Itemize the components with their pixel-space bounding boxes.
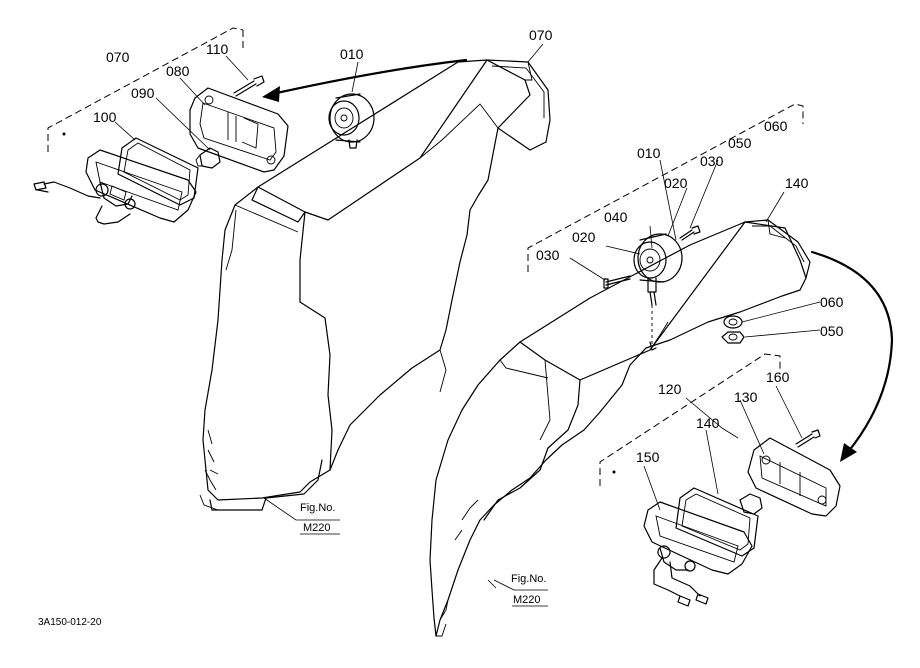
label-080: 080 xyxy=(166,63,190,79)
beacon-lamp-right xyxy=(603,225,701,351)
drawing-code: 3A150-012-20 xyxy=(38,617,102,628)
nut-washers xyxy=(721,315,745,344)
label-070-group: 070 xyxy=(106,49,130,65)
label-020-left: 020 xyxy=(572,229,596,245)
fig-ref-number-1: M220 xyxy=(303,522,331,534)
label-140-gasket: 140 xyxy=(696,415,720,431)
label-060-top: 060 xyxy=(764,118,788,134)
label-140-top: 140 xyxy=(785,175,809,191)
label-050-top: 050 xyxy=(728,135,752,151)
leader-lines xyxy=(114,43,821,591)
label-090: 090 xyxy=(131,85,155,101)
left-lamp-assembly xyxy=(33,27,289,225)
right-lamp-assembly xyxy=(612,429,841,607)
fig-ref-label-2: Fig.No. xyxy=(511,573,546,585)
fig-ref-label-1: Fig.No. xyxy=(300,502,335,514)
label-110: 110 xyxy=(206,41,229,57)
label-070-lens: 070 xyxy=(529,27,553,43)
label-010-right: 010 xyxy=(637,145,661,161)
label-030-left: 030 xyxy=(536,247,560,263)
figure-references: Fig.No. M220 Fig.No. M220 xyxy=(300,502,548,607)
label-010-left: 010 xyxy=(340,46,364,62)
right-beacon-group xyxy=(527,103,804,486)
label-060-nut: 060 xyxy=(820,294,844,310)
left-fender xyxy=(199,59,551,511)
label-150: 150 xyxy=(636,449,660,465)
fig-ref-number-2: M220 xyxy=(513,594,541,606)
right-assembly-arrow xyxy=(810,250,894,462)
label-160: 160 xyxy=(766,369,790,385)
part-labels: 070 110 080 090 100 010 070 060 050 010 … xyxy=(93,27,844,465)
label-030-top: 030 xyxy=(700,153,724,169)
label-120: 120 xyxy=(658,381,682,397)
beacon-lamp-left xyxy=(328,93,375,149)
left-assembly-arrow xyxy=(262,58,468,102)
label-040: 040 xyxy=(604,209,628,225)
label-100: 100 xyxy=(93,109,117,125)
label-050-nut: 050 xyxy=(820,323,844,339)
label-020-top: 020 xyxy=(664,175,688,191)
label-130: 130 xyxy=(734,389,758,405)
right-fender xyxy=(429,219,811,637)
